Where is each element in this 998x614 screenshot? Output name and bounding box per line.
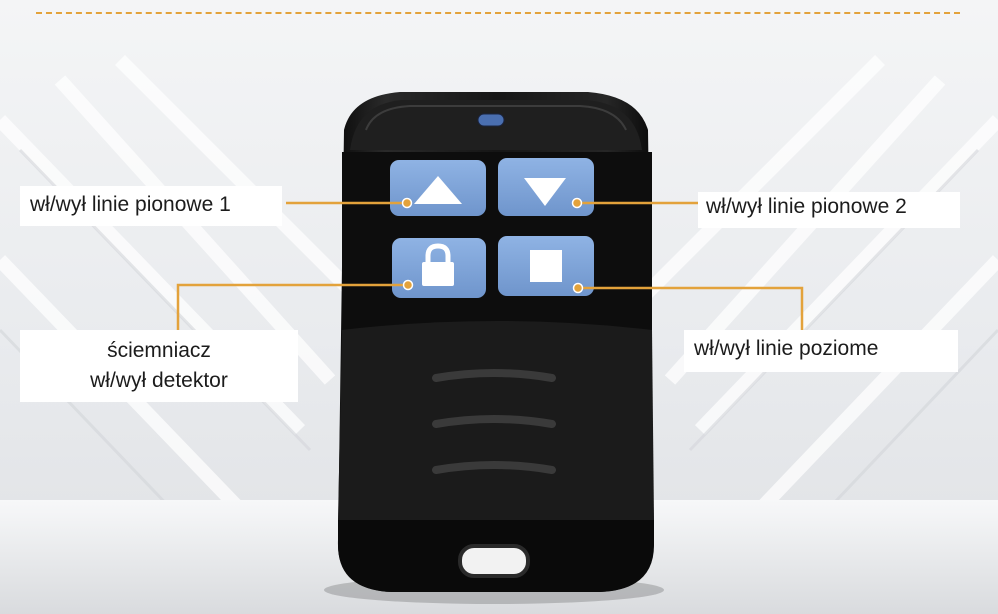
callout-text: wł/wył linie poziome [694, 337, 879, 360]
top-dashed-rule [36, 12, 960, 14]
button-stop[interactable] [498, 236, 594, 296]
down-arrow-icon [524, 178, 566, 206]
callout-label-vertical-lines-2: wł/wył linie pionowe 2 [698, 192, 960, 228]
stop-square-icon [530, 250, 562, 282]
callout-label-vertical-lines-1: wł/wył linie pionowe 1 [20, 186, 282, 226]
callout-dot-up [401, 197, 413, 209]
callout-text: wł/wył linie pionowe 2 [706, 195, 907, 218]
callout-text-line2: wł/wył detektor [90, 369, 228, 392]
button-up[interactable] [390, 160, 486, 216]
callout-dot-stop [572, 282, 584, 294]
callout-dot-lock [402, 279, 414, 291]
callout-lines [176, 201, 804, 330]
button-down[interactable] [498, 158, 594, 216]
callout-text-line1: ściemniacz [107, 339, 211, 362]
remote-control [337, 92, 654, 592]
callout-dot-down [571, 197, 583, 209]
up-arrow-icon [414, 176, 462, 204]
callout-text: wł/wył linie pionowe 1 [30, 193, 231, 216]
keyring-hole [458, 544, 530, 578]
button-lock[interactable] [392, 238, 486, 298]
padlock-icon [422, 243, 454, 286]
callout-label-dimmer-detector: ściemniacz wł/wył detektor [20, 330, 298, 402]
led-indicator [477, 113, 505, 127]
callout-label-horizontal-lines: wł/wył linie poziome [684, 330, 958, 372]
